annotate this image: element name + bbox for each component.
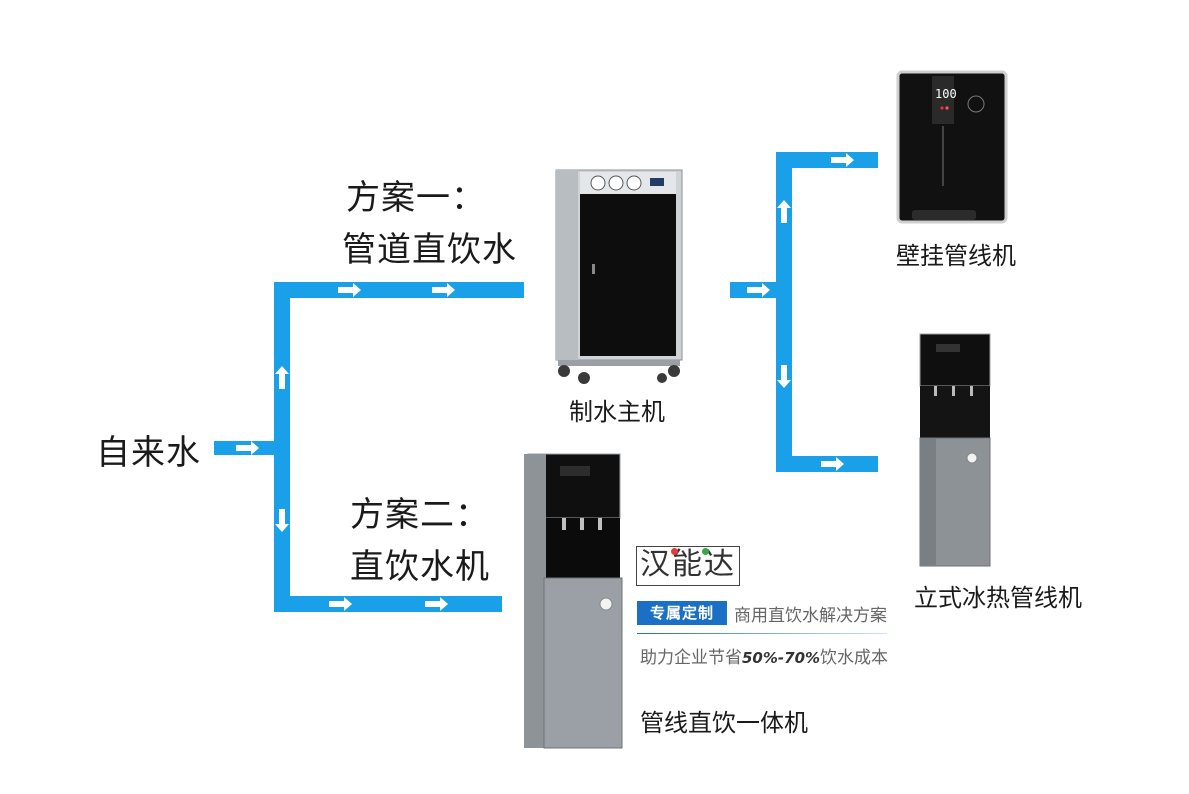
plan1-title: 方案一：: [346, 178, 486, 218]
arrow-right-icon: [747, 283, 770, 297]
arrow-right-icon: [425, 597, 448, 611]
plan2-title: 方案二：: [350, 495, 490, 535]
pipe-plan2-horizontal: [274, 596, 502, 612]
slogan-divider: [637, 633, 887, 634]
pipe-to-wall-unit: [776, 152, 878, 168]
arrow-down-icon: [777, 365, 791, 388]
all-in-one-label: 管线直饮一体机: [640, 709, 808, 737]
logo-dot-icon: [702, 548, 709, 555]
main-unit-label: 制水主机: [569, 398, 665, 426]
wall-unit-image: 100: [896, 70, 1008, 224]
arrow-right-icon: [821, 457, 844, 471]
pipe-branch-vertical: [776, 152, 792, 472]
arrow-right-icon: [338, 283, 361, 297]
brand-logo: 汉能达: [636, 546, 740, 586]
slogan-2-suffix: 饮水成本: [820, 648, 889, 668]
wall-unit-display: 100: [935, 87, 957, 101]
arrow-down-icon: [275, 509, 289, 532]
pipe-trunk-vertical: [274, 282, 290, 612]
slogan-2-emphasis: 50%-70%: [742, 649, 821, 667]
brand-slogan-1: 商用直饮水解决方案: [734, 606, 887, 626]
standing-unit-image: [919, 333, 991, 567]
wall-unit-label: 壁挂管线机: [896, 242, 1016, 270]
arrow-right-icon: [329, 597, 352, 611]
brand-tag: 专属定制: [637, 601, 727, 625]
arrow-right-icon: [831, 153, 854, 167]
plan1-subtitle: 管道直饮水: [342, 230, 517, 270]
all-in-one-image: [524, 453, 623, 749]
main-unit-image: [555, 169, 683, 384]
brand-slogan-2: 助力企业节省50%-70%饮水成本: [640, 643, 888, 668]
standing-unit-label: 立式冰热管线机: [914, 584, 1082, 612]
plan2-subtitle: 直饮水机: [350, 547, 490, 587]
source-label: 自来水: [96, 433, 201, 473]
arrow-right-icon: [432, 283, 455, 297]
arrow-up-icon: [777, 200, 791, 223]
arrow-right-icon: [236, 441, 259, 455]
slogan-2-prefix: 助力企业节省: [640, 648, 742, 668]
logo-dot-icon: [671, 548, 678, 555]
arrow-up-icon: [275, 366, 289, 389]
pipe-plan1-horizontal: [274, 282, 524, 298]
